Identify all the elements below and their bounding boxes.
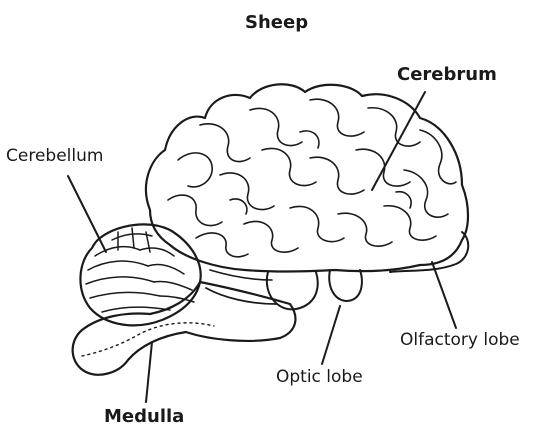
medulla-outline xyxy=(73,282,296,375)
cerebellum-leader xyxy=(68,176,106,252)
diagram-title: Sheep xyxy=(245,14,308,32)
optic-lobe-label: Optic lobe xyxy=(276,369,363,386)
olfactory-lobe-leader xyxy=(432,262,456,328)
optic-lobe-outline xyxy=(329,270,362,301)
olfactory-lobe-label: Olfactory lobe xyxy=(400,332,520,349)
olfactory-lobe-outline xyxy=(390,232,468,272)
medulla-dotted-edge xyxy=(82,323,214,356)
cerebellum-label: Cerebellum xyxy=(6,148,103,165)
medulla-label: Medulla xyxy=(104,408,184,426)
optic-lobe-leader xyxy=(322,306,340,364)
cerebellum-folia xyxy=(86,228,194,312)
cerebellum-outline xyxy=(80,224,200,325)
medulla-leader xyxy=(146,342,152,402)
cerebrum-gyri xyxy=(168,99,456,257)
cerebrum-outline xyxy=(146,84,468,271)
cerebrum-label: Cerebrum xyxy=(397,66,497,84)
